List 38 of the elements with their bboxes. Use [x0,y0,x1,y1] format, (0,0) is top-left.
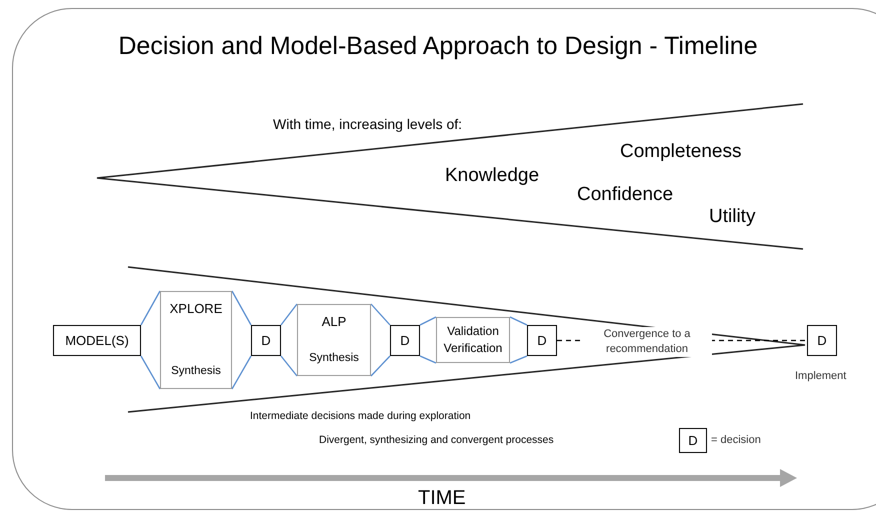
text-label: Completeness [620,140,742,164]
node-text: D [688,432,698,449]
decision-box [390,325,420,356]
decision-box [527,325,557,356]
node-text: D [400,332,410,349]
funnel-connector [140,290,161,390]
node-text: Synthesis [171,364,221,379]
node-text: D [261,332,271,349]
process-box [436,317,510,363]
edge-label: Convergence to a recommendation [582,326,712,356]
node-text: D [537,332,547,349]
node-caption: Implement [795,369,846,384]
funnel-connector [370,303,391,377]
node-text: Validation Verification [442,323,504,357]
funnel-connector [231,290,252,390]
text-label: Knowledge [445,164,540,188]
funnel-connector [280,303,298,377]
text-label: Intermediate decisions made during exploration [250,409,471,424]
text-label: TIME [418,486,466,511]
node-caption: = decision [711,433,761,448]
node-text: Synthesis [309,351,359,366]
title: Decision and Model-Based Approach to Design - Timeline [117,31,759,62]
decision-box [251,325,281,356]
process-box [297,304,371,376]
node-text: ALP [322,313,346,330]
node-text: MODEL(S) [65,332,129,349]
text-label: With time, increasing levels of: [273,115,462,134]
decision-box [679,428,707,453]
process-box [160,291,232,389]
model-box [53,325,141,356]
funnel-connector [419,316,437,364]
text-label: Utility [709,205,756,229]
node-text: XPLORE [170,300,222,317]
funnel-connector [509,316,528,364]
text-label: Divergent, synthesizing and convergent processes [319,433,554,448]
node-text: D [817,332,827,349]
text-label: Confidence [577,183,674,207]
decision-box [807,325,837,356]
